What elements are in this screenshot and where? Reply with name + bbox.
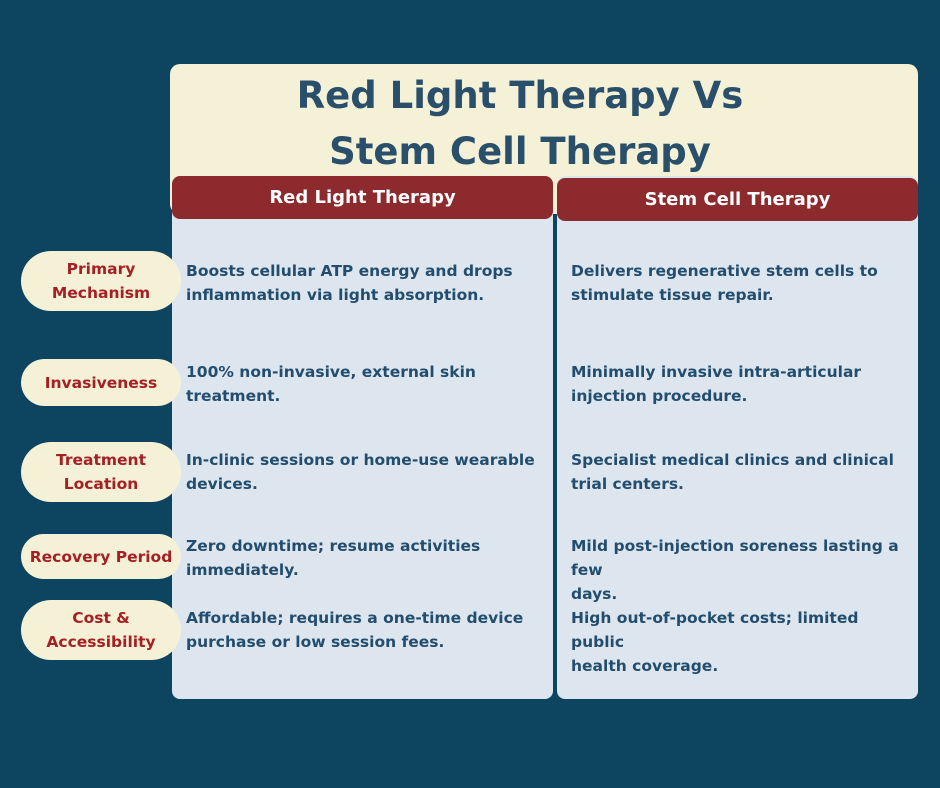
red-light-invasiveness-cell: 100% non-invasive, external skin treatme… bbox=[186, 363, 476, 405]
red-light-therapy-column: Red Light Therapy Boosts cellular ATP en… bbox=[172, 176, 553, 699]
row-label-cost-accessibility: Cost & Accessibility bbox=[21, 600, 181, 660]
stem-cell-recovery-cell: Mild post-injection soreness lasting a f… bbox=[571, 537, 899, 603]
red-light-therapy-header: Red Light Therapy bbox=[172, 176, 553, 219]
red-light-cost-cell: Affordable; requires a one-time device p… bbox=[186, 609, 524, 651]
red-light-location-cell: In-clinic sessions or home-use wearable … bbox=[186, 451, 535, 493]
stem-cell-therapy-column: Stem Cell Therapy Delivers regenerative … bbox=[557, 176, 918, 699]
row-label-invasiveness: Invasiveness bbox=[21, 359, 181, 406]
stem-cell-invasiveness-cell: Minimally invasive intra-articular injec… bbox=[571, 363, 862, 405]
row-label-primary-mechanism: Primary Mechanism bbox=[21, 251, 181, 311]
page-title-line-2: Stem Cell Therapy bbox=[329, 130, 711, 173]
red-light-recovery-cell: Zero downtime; resume activities immedia… bbox=[186, 537, 481, 579]
stem-cell-therapy-header: Stem Cell Therapy bbox=[557, 178, 918, 221]
stem-cell-location-cell: Specialist medical clinics and clinical … bbox=[571, 451, 894, 493]
row-label-recovery-period: Recovery Period bbox=[21, 534, 181, 579]
row-label-treatment-location: Treatment Location bbox=[21, 442, 181, 502]
page-title-line-1: Red Light Therapy Vs bbox=[296, 74, 744, 117]
stem-cell-cost-cell: High out-of-pocket costs; limited public… bbox=[571, 609, 859, 675]
red-light-mechanism-cell: Boosts cellular ATP energy and drops inf… bbox=[186, 262, 513, 304]
stem-cell-mechanism-cell: Delivers regenerative stem cells to stim… bbox=[571, 262, 878, 304]
